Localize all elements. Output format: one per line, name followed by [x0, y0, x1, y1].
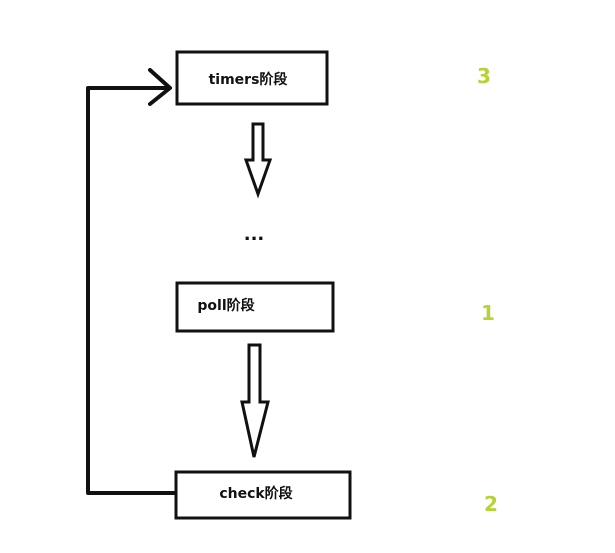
check-phase-label: check阶段 — [219, 485, 292, 502]
flow-arrow-poll-to-check — [240, 343, 270, 458]
loop-back-line — [86, 86, 176, 495]
check-phase-box — [174, 470, 352, 520]
omitted-phases-ellipsis: ... — [244, 224, 265, 245]
poll-phase-node: poll阶段 — [175, 281, 335, 333]
poll-phase-box — [175, 281, 335, 333]
flow-arrow-timers-to-gap — [243, 122, 273, 199]
check-phase-node: check阶段 — [174, 470, 352, 520]
timers-order-number: 3 — [477, 64, 491, 88]
timers-phase-label: timers阶段 — [209, 71, 288, 88]
poll-phase-label: poll阶段 — [197, 297, 254, 314]
check-order-number: 2 — [484, 492, 498, 516]
timers-phase-node: timers阶段 — [175, 50, 329, 106]
poll-order-number: 1 — [481, 301, 495, 325]
loop-back-arrowhead — [148, 68, 172, 106]
timers-phase-box — [175, 50, 329, 106]
